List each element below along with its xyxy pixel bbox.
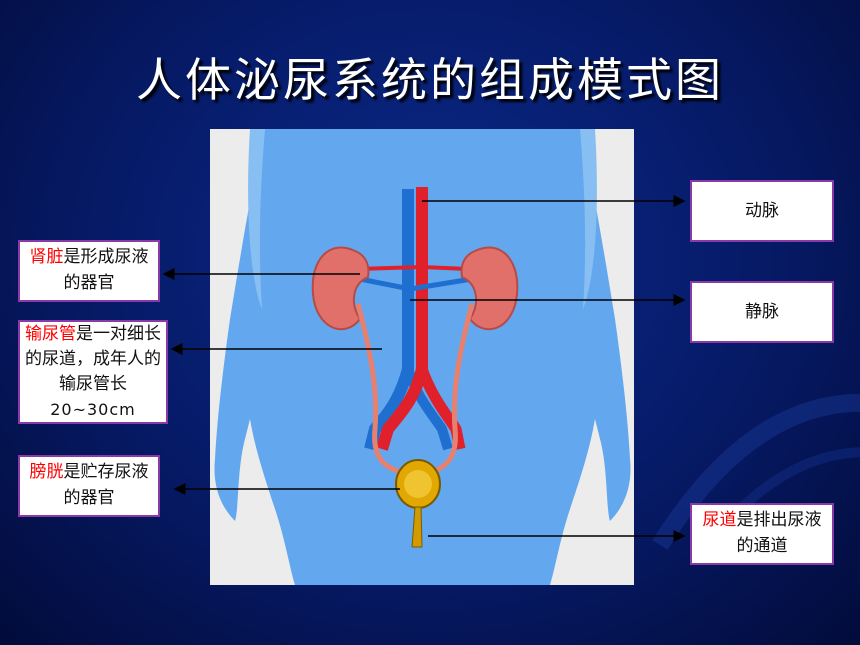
left-ureter: [355, 303, 409, 477]
artery-label: 动脉: [690, 180, 834, 242]
ureter-description: 是一对细长的尿道，成年人的输尿管长: [25, 324, 161, 394]
bladder-term: 膀胱: [29, 462, 64, 482]
urethra: [411, 506, 423, 548]
vein-label: 静脉: [690, 281, 834, 343]
right-kidney: [460, 246, 519, 331]
bladder-label: 膀胱是贮存尿液的器官: [18, 455, 160, 517]
urethra-term: 尿道: [702, 510, 737, 530]
ureter-length: 20~30cm: [50, 400, 136, 419]
diagram-panel: [210, 129, 634, 585]
kidney-label: 肾脏是形成尿液的器官: [18, 240, 160, 302]
left-kidney: [311, 246, 370, 331]
ureter-term: 输尿管: [25, 324, 76, 344]
kidney-term: 肾脏: [29, 247, 64, 267]
urinary-system-diagram: [214, 129, 631, 585]
urethra-label: 尿道是排出尿液的通道: [690, 503, 834, 565]
ureter-label: 输尿管是一对细长的尿道，成年人的输尿管长 20~30cm: [18, 320, 168, 424]
bladder-description: 是贮存尿液的器官: [63, 462, 149, 508]
urethra-description: 是排出尿液的通道: [736, 510, 822, 556]
page-title: 人体泌尿系统的组成模式图: [136, 53, 724, 107]
right-ureter: [424, 303, 475, 477]
kidney-description: 是形成尿液的器官: [63, 247, 149, 293]
